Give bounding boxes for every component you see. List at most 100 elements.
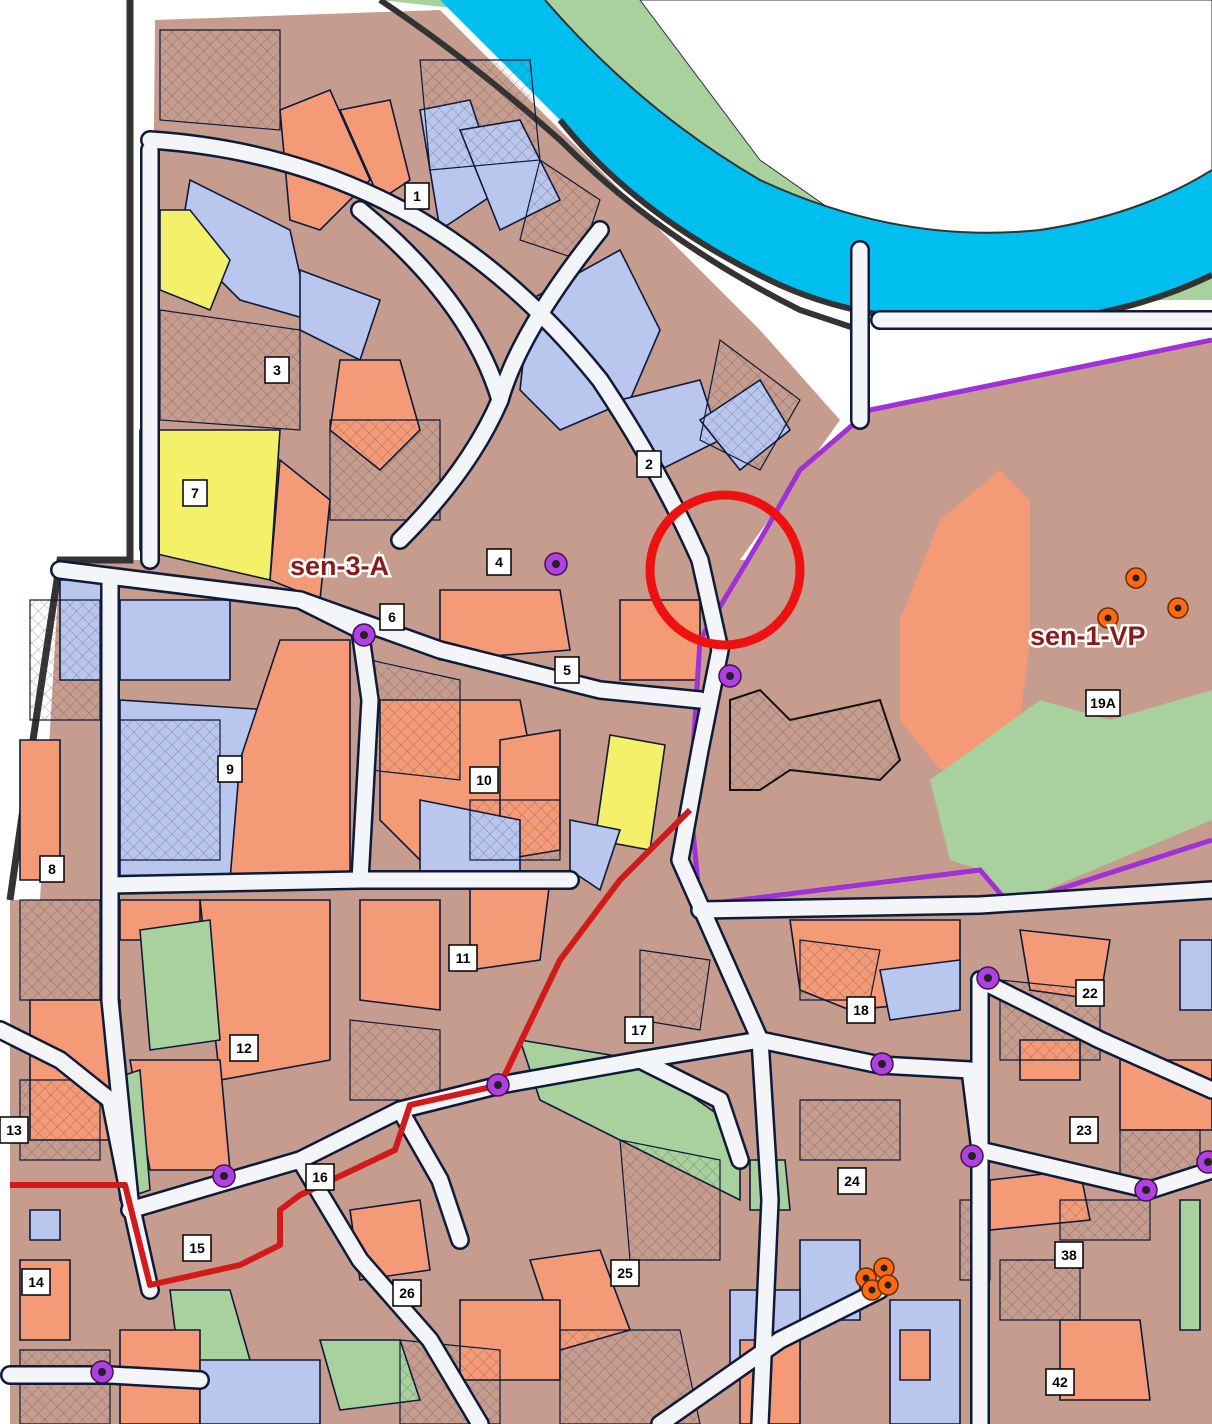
monument-marker[interactable] — [1097, 607, 1119, 629]
block-label-text: 24 — [844, 1173, 860, 1189]
street[interactable] — [752, 1032, 778, 1424]
block-label-text: 42 — [1052, 1374, 1068, 1390]
hatched-parcel — [159, 29, 281, 131]
node-marker[interactable] — [960, 1144, 984, 1168]
parcel-blue — [569, 819, 622, 892]
monument-marker[interactable] — [861, 1279, 883, 1301]
monument-marker[interactable] — [877, 1274, 899, 1296]
street[interactable] — [692, 882, 1212, 918]
block-label-5[interactable]: 5 — [554, 656, 580, 684]
monument-marker[interactable] — [1167, 597, 1189, 619]
node-marker[interactable] — [352, 623, 376, 647]
hatched-parcel — [1059, 1199, 1151, 1241]
block-label-12[interactable]: 12 — [229, 1034, 259, 1062]
block-label-15[interactable]: 15 — [182, 1234, 212, 1262]
block-label-19A[interactable]: 19A — [1085, 689, 1121, 717]
block-label-text: 18 — [853, 1002, 869, 1018]
parcel-blue — [119, 599, 231, 681]
block-label-text: 3 — [273, 362, 281, 378]
block-label-9[interactable]: 9 — [217, 755, 243, 783]
block-label-text: 4 — [495, 554, 503, 570]
block-label-7[interactable]: 7 — [182, 479, 208, 507]
street[interactable] — [292, 592, 378, 888]
block-label-text: 11 — [456, 950, 471, 966]
block-label-text: 19A — [1090, 695, 1116, 711]
block-label-text: 7 — [191, 485, 199, 501]
block-label-14[interactable]: 14 — [21, 1268, 51, 1296]
highlight-circle[interactable] — [645, 490, 805, 650]
monument-marker[interactable] — [1125, 567, 1147, 589]
river-bank-line-south — [557, 118, 1212, 327]
hatched-parcel — [699, 338, 801, 471]
street[interactable] — [0, 1022, 138, 1208]
street[interactable] — [392, 1102, 468, 1248]
block-label-24[interactable]: 24 — [837, 1167, 867, 1195]
hatched-parcel — [419, 59, 541, 171]
parcel-blue — [1179, 939, 1212, 1011]
castle-building — [729, 688, 902, 791]
hatched-parcel — [559, 1329, 701, 1424]
parcel-green — [139, 919, 221, 1051]
block-label-text: 12 — [236, 1040, 252, 1056]
block-label-42[interactable]: 42 — [1045, 1368, 1075, 1396]
street[interactable] — [632, 1052, 748, 1168]
block-label-10[interactable]: 10 — [469, 766, 499, 794]
block-label-text: 25 — [617, 1265, 633, 1281]
block-label-25[interactable]: 25 — [610, 1259, 640, 1287]
block-label-38[interactable]: 38 — [1054, 1241, 1084, 1269]
street[interactable] — [972, 972, 1212, 1098]
block-label-1[interactable]: 1 — [404, 182, 430, 210]
block-label-18[interactable]: 18 — [846, 996, 876, 1024]
block-label-2[interactable]: 2 — [636, 450, 662, 478]
monument-markers — [855, 567, 1189, 1301]
parcel-orange — [469, 879, 551, 971]
block-label-text: 6 — [388, 609, 396, 625]
block-label-text: 38 — [1061, 1247, 1077, 1263]
street[interactable] — [52, 562, 708, 708]
block-label-3[interactable]: 3 — [264, 356, 290, 384]
river — [440, 0, 1212, 324]
block-label-26[interactable]: 26 — [392, 1279, 422, 1307]
node-marker[interactable] — [1134, 1178, 1158, 1202]
parcel-orange — [439, 589, 571, 661]
zone-label-sen-3-A[interactable]: sen-3-A — [288, 549, 392, 584]
node-marker[interactable] — [718, 664, 742, 688]
block-label-16[interactable]: 16 — [305, 1163, 335, 1191]
block-label-22[interactable]: 22 — [1075, 979, 1105, 1007]
street[interactable] — [652, 1282, 888, 1424]
block-label-6[interactable]: 6 — [379, 603, 405, 631]
block-label-8[interactable]: 8 — [39, 855, 65, 883]
street[interactable] — [102, 872, 578, 893]
parcel-orange — [899, 1329, 931, 1381]
hatched-parcel — [119, 719, 221, 861]
node-marker[interactable] — [90, 1360, 114, 1384]
node-marker[interactable] — [1196, 1150, 1212, 1174]
route-line[interactable] — [10, 807, 693, 1288]
hatched-parcel — [19, 1349, 111, 1424]
block-labels-layer: 12345678910111213141516171819A2223242526… — [0, 182, 1121, 1396]
block-label-17[interactable]: 17 — [624, 1016, 654, 1044]
node-marker[interactable] — [544, 552, 568, 576]
node-marker[interactable] — [870, 1052, 894, 1076]
block-label-13[interactable]: 13 — [0, 1116, 29, 1144]
block-label-4[interactable]: 4 — [486, 548, 512, 576]
street[interactable] — [352, 202, 508, 408]
parcel-orange — [199, 899, 331, 1081]
parcel-orange — [338, 99, 411, 202]
block-label-text: 14 — [28, 1274, 44, 1290]
block-label-text: 2 — [645, 456, 653, 472]
node-marker[interactable] — [486, 1073, 510, 1097]
node-marker[interactable] — [212, 1164, 236, 1188]
hatched-parcel — [799, 1099, 901, 1161]
hatched-parcel — [999, 1259, 1081, 1321]
parcel-blue — [199, 1359, 321, 1424]
zone-label-sen-1-VP[interactable]: sen-1-VP — [1028, 619, 1149, 654]
node-markers — [90, 552, 1212, 1384]
block-label-text: 1 — [413, 188, 421, 204]
block-label-23[interactable]: 23 — [1069, 1116, 1099, 1144]
parcel-orange — [359, 899, 441, 1011]
node-marker[interactable] — [976, 966, 1000, 990]
block-label-11[interactable]: 11 — [448, 944, 478, 972]
